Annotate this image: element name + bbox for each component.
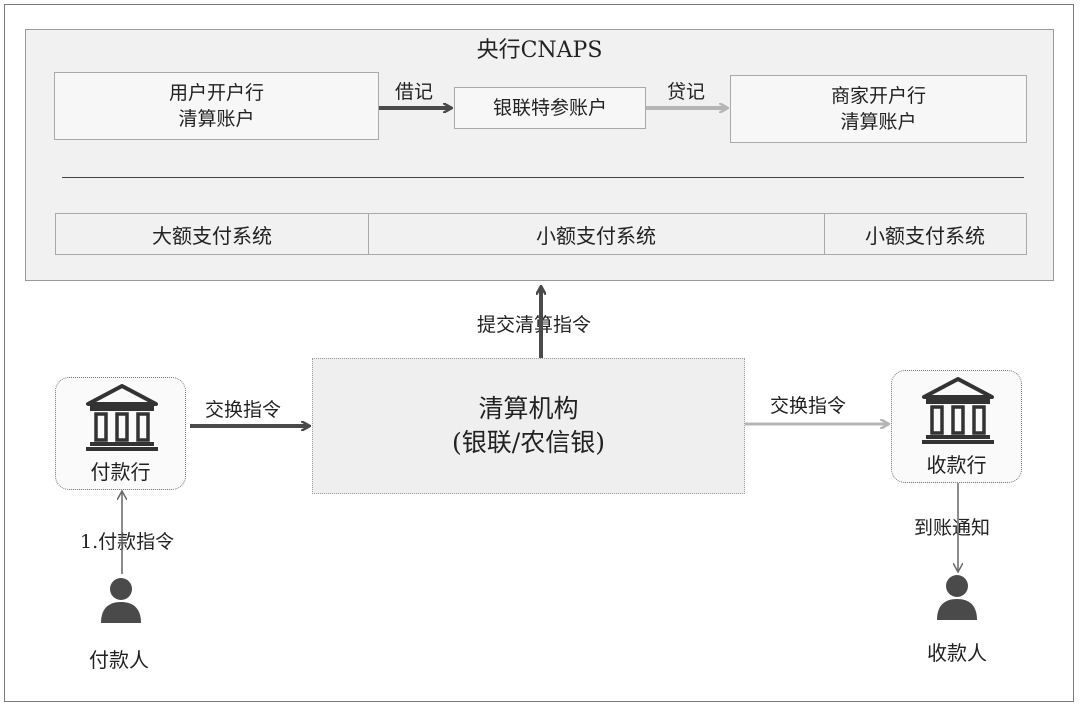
clearing-institution-box: 清算机构 (银联/农信银): [312, 358, 745, 494]
outer-frame: [4, 4, 1074, 702]
cnaps-title: 央行CNAPS: [476, 38, 603, 63]
payment-instruction-label: 1.付款指令: [80, 531, 175, 553]
system-hvps: 大额支付系统: [56, 214, 369, 254]
system-beps-1: 小额支付系统: [368, 214, 825, 254]
payee-label: 收款人: [927, 641, 987, 665]
payer-exchange-label: 交换指令: [205, 399, 282, 421]
system-beps-2: 小额支付系统: [824, 214, 1026, 254]
clearing-institution-name: 清算机构: [478, 394, 579, 423]
payment-systems-row: 大额支付系统 小额支付系统 小额支付系统: [55, 213, 1027, 255]
bank-building-icon: [86, 384, 158, 451]
payee-person-icon: [937, 575, 977, 620]
credit-label: 贷记: [667, 81, 706, 103]
payee-bank-label: 收款行: [926, 453, 987, 477]
unionpay-special-account-label: 银联特参账户: [492, 97, 607, 119]
arrival-notice-label: 到账通知: [914, 517, 991, 539]
system-beps-2-label: 小额支付系统: [865, 223, 985, 248]
submit-clearing-label: 提交清算指令: [477, 314, 592, 336]
payer-label: 付款人: [89, 648, 149, 672]
payee-bank: 收款行: [891, 370, 1022, 483]
cnaps-divider: [62, 177, 1024, 178]
payer-person-icon: [101, 578, 141, 623]
payer-bank-clearing-account-label: 用户开户行 清算账户: [168, 82, 264, 130]
payee-exchange-label: 交换指令: [770, 395, 847, 417]
payer-bank-clearing-account: 用户开户行 清算账户: [54, 72, 379, 140]
bank-building-icon: [922, 377, 994, 444]
payer-bank-label: 付款行: [90, 460, 151, 484]
system-hvps-label: 大额支付系统: [152, 223, 272, 248]
merchant-bank-clearing-account-label: 商家开户行 清算账户: [830, 85, 926, 133]
payer-bank: 付款行: [55, 377, 186, 490]
system-beps-1-label: 小额支付系统: [536, 223, 656, 248]
unionpay-special-account: 银联特参账户: [454, 87, 646, 129]
merchant-bank-clearing-account: 商家开户行 清算账户: [730, 75, 1027, 143]
clearing-institution-members: (银联/农信银): [452, 428, 605, 457]
debit-label: 借记: [395, 81, 434, 103]
